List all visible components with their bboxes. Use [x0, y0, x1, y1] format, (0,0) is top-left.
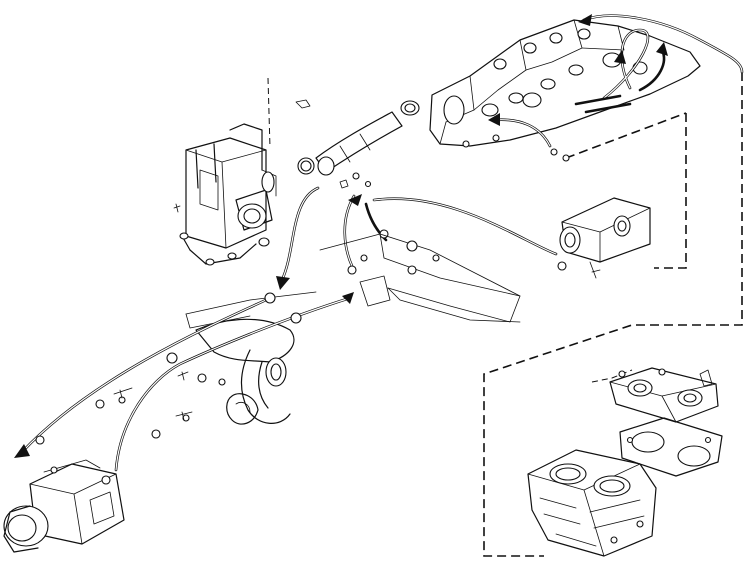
outlet-fitting	[557, 197, 651, 279]
cylinder-block	[527, 449, 657, 557]
cylinder-head	[609, 367, 719, 423]
muffler	[3, 459, 125, 553]
center-coolant-hoses	[276, 186, 558, 290]
dashed-routing-lines	[267, 72, 743, 557]
elbow-clamps	[295, 99, 420, 189]
crankcase-outline	[185, 233, 521, 329]
exhaust-manifold	[429, 19, 701, 148]
exhaust-elbow-pipe	[315, 111, 403, 176]
muffler-hoses	[14, 292, 354, 472]
head-gaskets	[619, 417, 723, 477]
exhaust-chamber	[177, 318, 295, 425]
manifold-hoses	[488, 14, 744, 162]
ignition-box	[173, 123, 277, 266]
